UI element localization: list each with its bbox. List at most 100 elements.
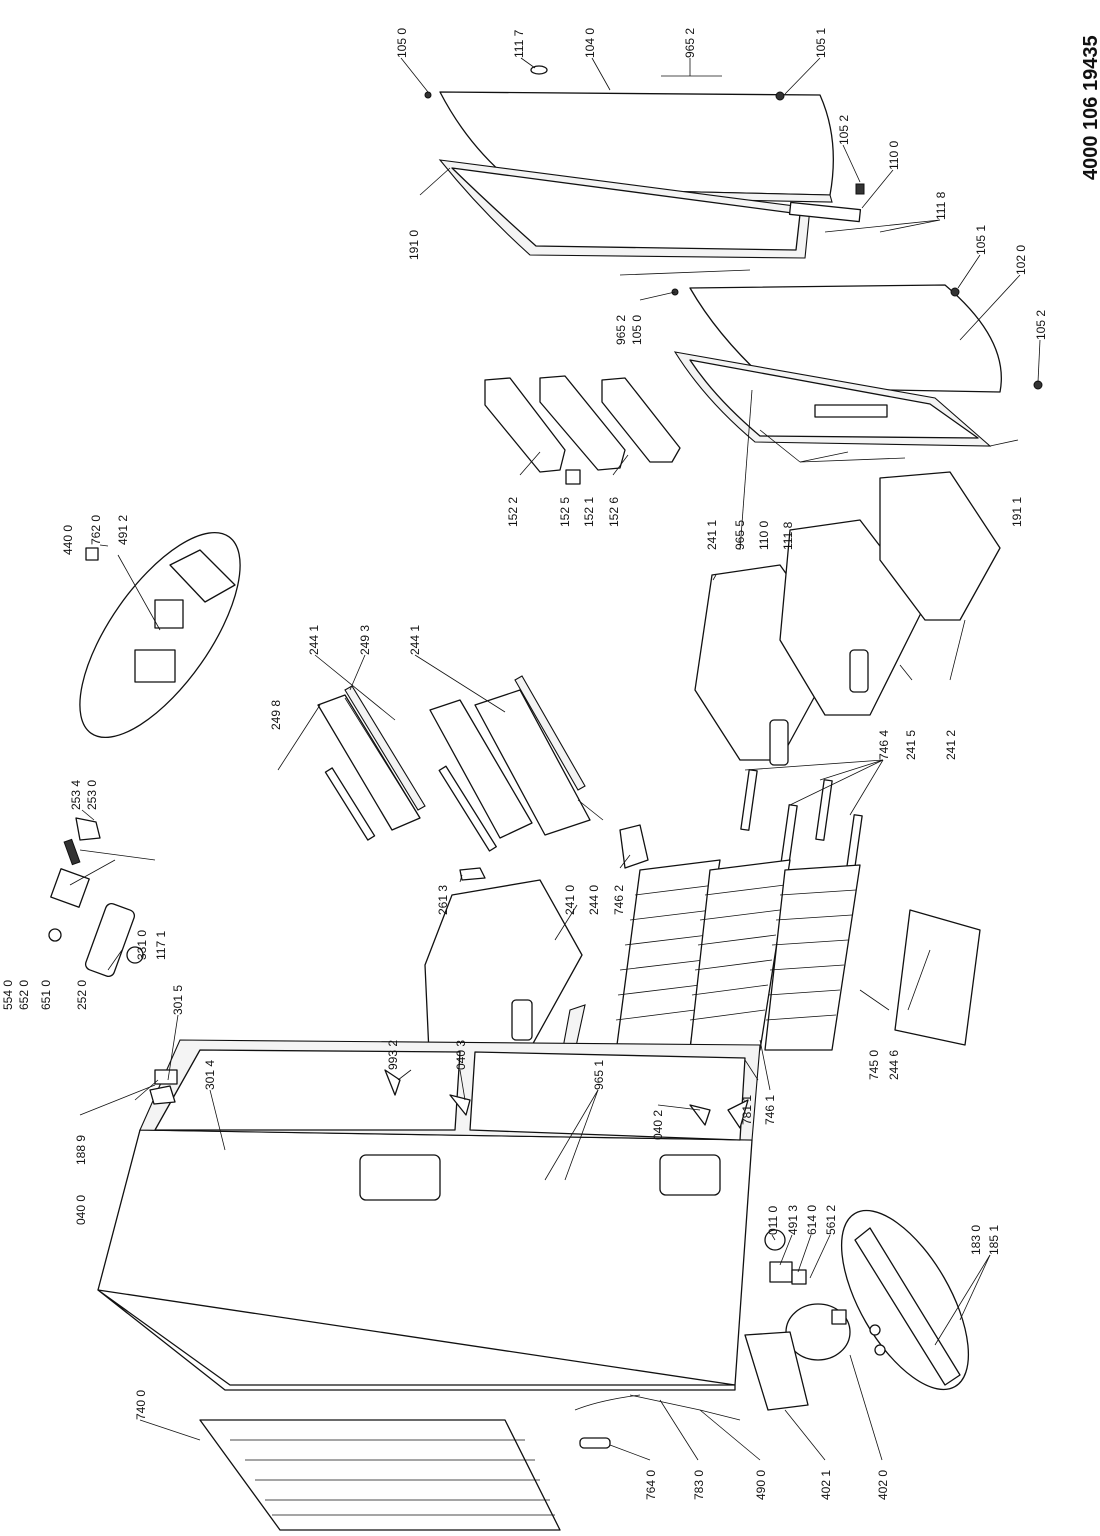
hinge-cover xyxy=(154,1069,178,1085)
callout-label: 117 1 xyxy=(154,931,168,960)
callout-label: 764 0 xyxy=(644,1470,658,1500)
callout-label: 249 3 xyxy=(358,625,372,655)
callout-label: 746 2 xyxy=(612,885,626,915)
callout-label: 745 0 xyxy=(867,1050,881,1080)
callout-label: 105 1 xyxy=(974,225,988,255)
callout-label: 152 5 xyxy=(558,497,572,527)
power-cord xyxy=(629,1394,741,1421)
lower-door xyxy=(689,284,1002,393)
door-shelf-152-2 xyxy=(484,377,566,473)
glass-shelf-lower xyxy=(429,699,533,839)
callout-label: 111 8 xyxy=(781,521,795,550)
callout-label: 491 2 xyxy=(116,515,130,545)
callout-label: 105 1 xyxy=(814,28,828,58)
grommet xyxy=(869,1324,881,1336)
lower-door-handle xyxy=(814,404,888,418)
hinge-clip xyxy=(727,1099,749,1129)
callout-label: 740 0 xyxy=(134,1390,148,1420)
slide-rail xyxy=(780,804,798,866)
callout-label: 152 2 xyxy=(506,497,520,527)
callout-label: 614 0 xyxy=(805,1205,819,1235)
hinge xyxy=(1033,380,1043,390)
fan-group-outline xyxy=(79,531,241,739)
water-drain xyxy=(384,1069,401,1096)
callout-label: 244 1 xyxy=(307,625,321,655)
callout-label: 040 0 xyxy=(74,1195,88,1225)
callout-label: 152 6 xyxy=(607,497,621,527)
callout-label: 561 2 xyxy=(824,1205,838,1235)
callout-label: 244 1 xyxy=(408,625,422,655)
glass-shelf-trim xyxy=(344,685,426,811)
bottom-hinge xyxy=(689,1104,711,1126)
callout-label: 244 6 xyxy=(887,1050,901,1080)
callout-labels: 105 0 111 7 104 0 965 2 105 1 105 2 110 … xyxy=(1,28,1048,1500)
callout-label: 652 0 xyxy=(17,980,31,1010)
callout-label: 110 0 xyxy=(757,521,771,550)
callout-label: 191 1 xyxy=(1010,497,1024,527)
shelf-profile xyxy=(438,765,497,852)
lamp-bulb xyxy=(48,928,62,942)
lower-door-gasket xyxy=(673,351,992,447)
callout-label: 491 3 xyxy=(786,1205,800,1235)
callout-label: 783 0 xyxy=(692,1470,706,1500)
crisper-stop xyxy=(619,824,649,869)
callout-label: 554 0 xyxy=(1,980,15,1010)
compressor xyxy=(785,1303,851,1361)
door-shelf-152-1 xyxy=(539,375,626,471)
callout-label: 965 1 xyxy=(592,1060,606,1090)
slide-rail xyxy=(740,769,758,831)
freezer-drawer-bottom xyxy=(879,471,1001,621)
upper-door-gasket xyxy=(438,159,811,259)
glass-shelf-trim xyxy=(514,675,586,791)
callout-label: 746 1 xyxy=(763,1095,777,1125)
fan-motor xyxy=(134,599,184,683)
evaporator-grid xyxy=(614,859,861,1061)
thermostat-housing xyxy=(84,903,136,977)
heater xyxy=(63,838,81,866)
hinge xyxy=(950,287,960,297)
callout-label: 402 1 xyxy=(819,1470,833,1500)
hinge-bracket xyxy=(855,183,865,195)
callout-label: 111 8 xyxy=(934,191,948,220)
air-duct xyxy=(75,817,101,841)
relay-box xyxy=(769,1261,793,1283)
callout-label: 331 0 xyxy=(135,930,149,960)
cabinet xyxy=(97,1039,761,1386)
callout-label: 253 0 xyxy=(85,780,99,810)
crisper-cover-clip xyxy=(459,867,486,881)
leader-lines xyxy=(69,57,1041,1461)
door-shelf-152-6 xyxy=(601,377,681,463)
compressor-cover xyxy=(744,1331,809,1411)
thermostat-knob xyxy=(126,946,144,964)
fan-clip xyxy=(85,547,99,561)
upper-door-handle xyxy=(788,201,862,223)
callout-label: 301 4 xyxy=(203,1060,217,1090)
callout-label: 191 0 xyxy=(407,230,421,260)
callout-label: 040 3 xyxy=(454,1040,468,1070)
slide-rail xyxy=(815,779,833,841)
callout-label: 781 1 xyxy=(740,1095,754,1125)
callout-label: 185 1 xyxy=(987,1225,1001,1255)
callout-label: 762 0 xyxy=(89,515,103,545)
condenser xyxy=(199,1419,561,1531)
cabinet-side-wall xyxy=(97,1289,736,1391)
top-hinge xyxy=(149,1085,176,1105)
callout-label: 241 2 xyxy=(944,730,958,760)
overload xyxy=(791,1269,807,1285)
capillary-tube xyxy=(574,1394,641,1411)
callout-label: 011 0 xyxy=(766,1206,780,1235)
callout-label: 244 0 xyxy=(587,885,601,915)
callout-label: 241 5 xyxy=(904,730,918,760)
callout-label: 241 0 xyxy=(563,885,577,915)
callout-label: 105 0 xyxy=(630,315,644,345)
callout-label: 105 0 xyxy=(395,28,409,58)
base-plate xyxy=(854,1227,961,1386)
grommet xyxy=(874,1344,886,1356)
callout-label: 241 1 xyxy=(705,520,719,550)
callout-label: 965 2 xyxy=(683,28,697,58)
callout-label: 746 4 xyxy=(877,730,891,760)
hinge-pin xyxy=(424,91,432,99)
callout-label: 965 2 xyxy=(614,315,628,345)
glass-shelf-upper xyxy=(317,694,421,831)
